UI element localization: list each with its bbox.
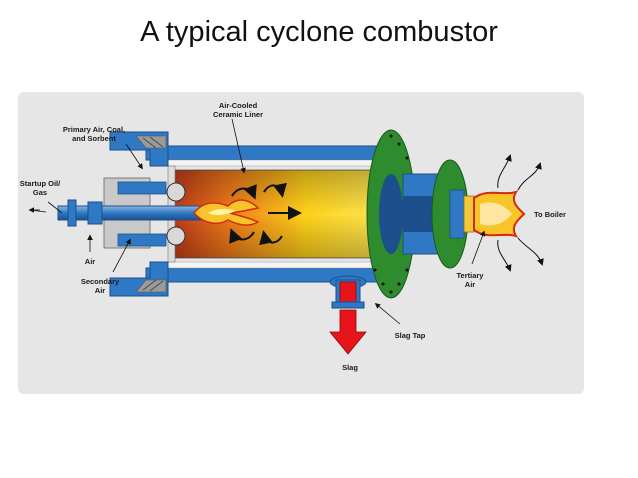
startup-pipe xyxy=(57,205,209,221)
burner-flame xyxy=(193,199,260,226)
label-secondary-air-2: Air xyxy=(95,286,106,295)
label-air: Air xyxy=(85,257,96,266)
shell-top-tube xyxy=(145,145,392,161)
label-secondary-air-1: Secondary xyxy=(81,277,120,286)
cyclone-combustor-diagram: Air-Cooled Ceramic Liner Primary Air, Co… xyxy=(18,92,584,394)
label-startup-2: Gas xyxy=(33,188,47,197)
label-slag-tap: Slag Tap xyxy=(395,331,426,340)
swirl-arrows xyxy=(229,182,302,246)
label-tertiary-air-1: Tertiary xyxy=(457,271,485,280)
label-ceramic-liner-1: Air-Cooled xyxy=(219,101,258,110)
label-slag: Slag xyxy=(342,363,358,372)
label-primary-air-2: and Sorbent xyxy=(72,134,116,143)
label-ceramic-liner-2: Ceramic Liner xyxy=(213,110,263,119)
swirler xyxy=(166,182,186,202)
label-to-boiler: To Boiler xyxy=(534,210,566,219)
slag-tap xyxy=(329,275,367,309)
label-primary-air-1: Primary Air, Coal, xyxy=(63,125,125,134)
label-startup-1: Startup Oil/ xyxy=(20,179,61,188)
outlet-flame xyxy=(473,190,526,238)
label-tertiary-air-2: Air xyxy=(465,280,476,289)
slide-title: A typical cyclone combustor xyxy=(140,16,498,48)
slag-arrow xyxy=(329,309,367,355)
exhaust-arrows xyxy=(497,154,544,272)
